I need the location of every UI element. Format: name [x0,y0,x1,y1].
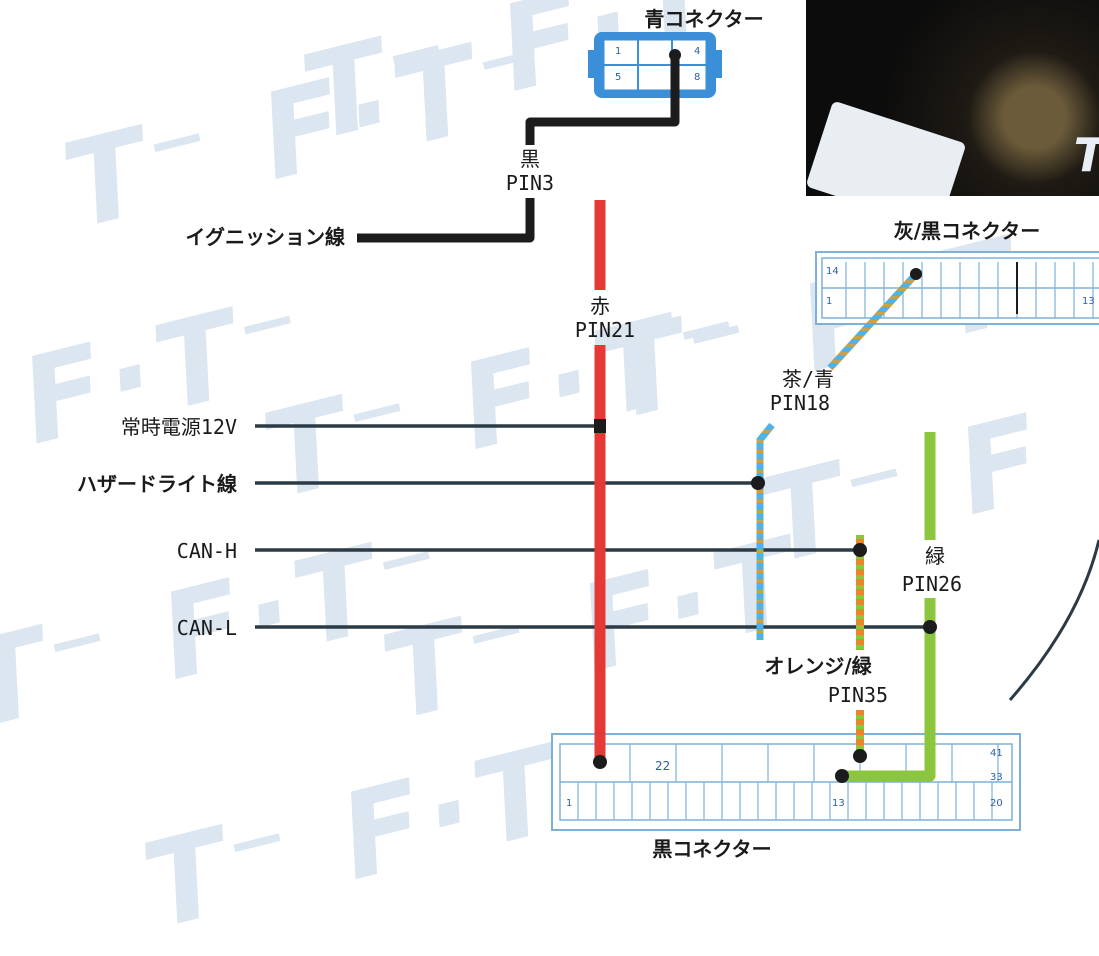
black-connector-title: 黒コネクター [652,837,772,861]
blue-pin-8: 8 [694,72,701,83]
bk-pin-20: 20 [990,798,1003,809]
constant-12v-label: 常時電源12V [120,415,237,439]
wire-green-color: 緑 [925,544,945,568]
wiring-diagram [255,32,1099,831]
harness-curve [1008,539,1099,701]
blue-pin-4: 4 [694,46,701,57]
gray-black-connector [815,251,1099,325]
wire-red [593,200,607,769]
blue-connector-title: 青コネクター [644,7,764,31]
wire-black [357,49,681,243]
wire-black-color: 黒 [520,147,540,171]
bk-pin-13: 13 [832,798,845,809]
bk-pin-33: 33 [990,772,1003,783]
gb-pin-13: 13 [1082,296,1095,307]
wire-green [835,432,937,783]
wire-red-pin: PIN21 [574,318,636,342]
wire-orange-green-color: オレンジ/緑 [764,654,872,678]
gb-pin-1: 1 [826,296,833,307]
wire-brown-blue-pin: PIN18 [769,391,831,415]
wire-black-pin: PIN3 [505,171,555,195]
bk-pin-41: 41 [990,748,1003,759]
hazard-label: ハザードライト線 [77,472,237,496]
wire-orange-green-pin: PIN35 [827,683,889,707]
wire-green-pin: PIN26 [901,572,963,596]
wire-brown-blue-color: 茶/青 [781,367,835,391]
vehicle-photo: T [806,0,1099,196]
signal-lines [255,424,930,629]
wire-red-color: 赤 [590,294,610,318]
black-connector [551,733,1021,831]
wire-brown-blue [751,268,922,640]
gray-black-connector-title: 灰/黒コネクター [893,219,1041,243]
blue-pin-5: 5 [615,72,622,83]
wire-orange-green [853,535,867,763]
blue-pin-1: 1 [615,46,622,57]
bk-pin-1: 1 [566,798,573,809]
can-h-label: CAN-H [176,539,237,563]
can-l-label: CAN-L [176,616,237,640]
gb-pin-14: 14 [826,266,839,277]
blue-connector [588,32,722,98]
ignition-label: イグニッション線 [185,225,345,249]
bk-pin-22: 22 [655,759,671,773]
